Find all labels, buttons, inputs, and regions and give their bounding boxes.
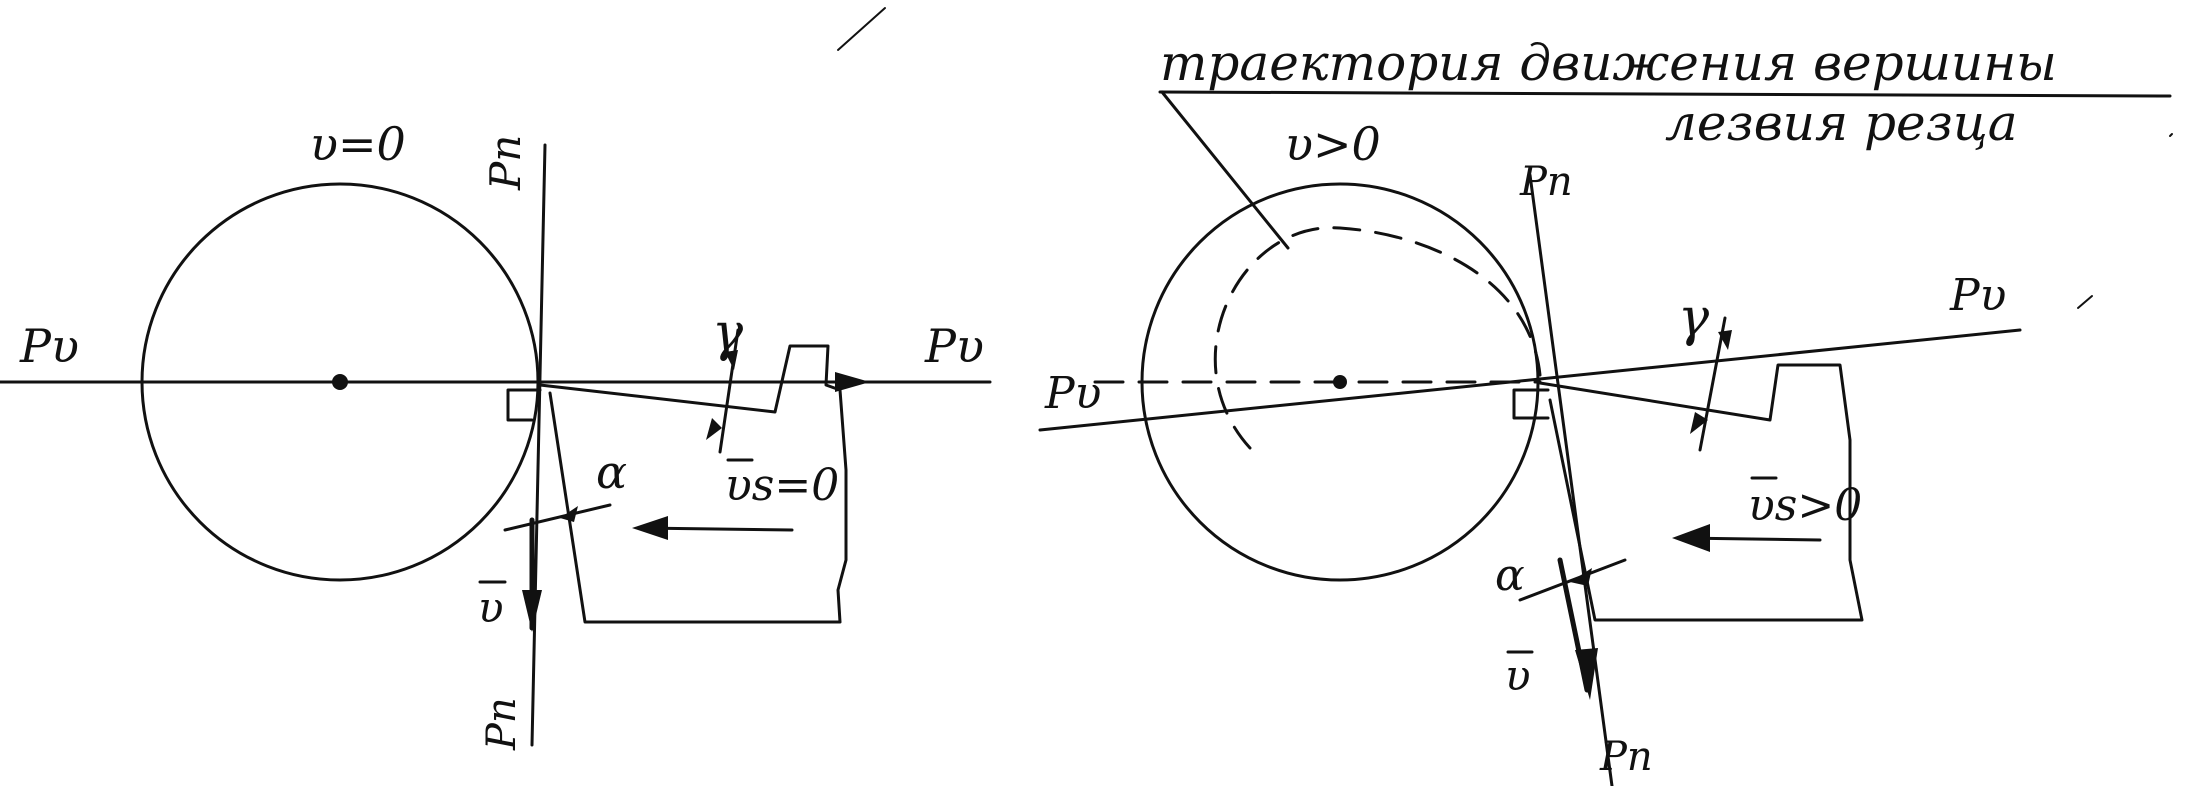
left-pv-left-label: Pυ (19, 319, 79, 373)
right-pn-top-label: Pn (1519, 159, 1573, 205)
left-gamma-arrow-top (725, 350, 738, 370)
left-vs-label: υs=0 (725, 460, 839, 511)
right-vs-arrowhead (1672, 524, 1710, 552)
left-pv-right-label: Pυ (924, 319, 984, 373)
left-cutting-tool (538, 344, 848, 624)
right-cutting-tool (1538, 363, 1864, 622)
right-trajectory-dashed-arc (1213, 226, 1542, 450)
left-vs-arrowhead (632, 516, 668, 540)
left-pn-bottom-label: Pn (479, 697, 525, 751)
left-pn-axis-line (530, 143, 547, 747)
right-pv-axis-line (1038, 328, 2022, 432)
left-v-arrowhead (522, 590, 542, 632)
left-alpha-line (503, 503, 612, 532)
right-v-positive-label: υ>0 (1285, 117, 1381, 171)
right-v-vector-label: υ (1505, 651, 1531, 700)
left-v-zero-label: υ=0 (310, 117, 406, 171)
right-v-arrowhead (1575, 648, 1598, 700)
left-gamma-line (718, 328, 740, 454)
right-alpha-line (1518, 558, 1627, 602)
left-gamma-label: γ (712, 303, 744, 363)
left-pn-top-label: Pn (481, 135, 530, 191)
right-gamma-arrow-bottom (1690, 412, 1708, 434)
trajectory-underline (1158, 90, 2172, 98)
stray-mark (837, 7, 886, 51)
right-diagram: траектория движения вершины лезвия резца (1038, 34, 2173, 786)
right-vs-label: υs>0 (1748, 480, 1862, 531)
right-pv-right-label: Pυ (1949, 270, 2006, 321)
left-diagram: υ=0 Pn Pn Pυ Pυ γ α υ υs=0 (0, 117, 992, 751)
right-right-angle-mark (1512, 388, 1550, 420)
left-right-angle-mark (506, 388, 542, 422)
left-pv-arrowhead (835, 372, 870, 392)
right-pn-bottom-label: Pn (1599, 734, 1653, 780)
right-gamma-line (1698, 316, 1727, 452)
trajectory-caption-line2: лезвия резца (1665, 94, 2018, 152)
trajectory-caption-line1: траектория движения вершины (1160, 34, 2057, 92)
left-alpha-label: α (596, 445, 627, 499)
trajectory-leader-line (1160, 90, 1290, 250)
right-gamma-label: γ (1678, 288, 1710, 348)
right-stray-dot (2169, 133, 2173, 137)
left-gamma-arrow-bottom (706, 418, 722, 440)
right-alpha-label: α (1495, 550, 1525, 601)
left-alpha-arrow (560, 506, 578, 522)
left-v-vector-label: υ (478, 583, 504, 632)
right-gamma-arrow-top (1718, 330, 1732, 350)
right-pn-axis-line (1528, 173, 1614, 786)
right-pv-left-label: Pυ (1044, 368, 1101, 419)
right-alpha-arrow (1570, 568, 1592, 586)
right-stray-tick (2077, 295, 2093, 309)
